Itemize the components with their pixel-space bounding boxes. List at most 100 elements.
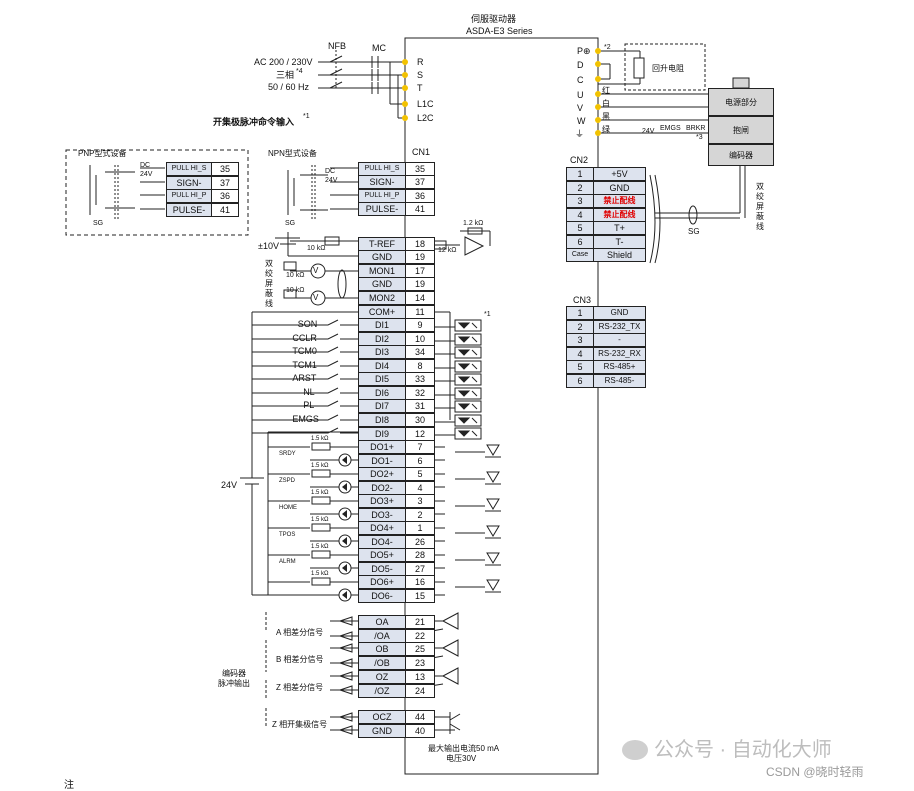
cn1-row-pin: 12	[405, 427, 435, 441]
pnp-row-pin: 35	[211, 162, 239, 176]
cn1-row-name: DO3+	[358, 494, 406, 508]
cn1-row-name: DO1+	[358, 440, 406, 454]
ac-line2-note: *4	[296, 68, 303, 75]
analog-10v: ±10V	[258, 241, 279, 251]
cn1-row-name: DO4-	[358, 535, 406, 549]
do-resistor-label: 1.5 kΩ	[311, 544, 329, 550]
cn1-row-pin: 10	[405, 332, 435, 346]
meter-icon-1: V	[313, 266, 319, 275]
motor-encoder: 编码器	[708, 144, 774, 166]
terminal-t: T	[417, 83, 423, 93]
mc-label: MC	[372, 43, 386, 53]
enc-zoc-label: Z 相开集极信号	[272, 720, 328, 729]
wire-white: 白	[602, 99, 610, 108]
cn1-row-name: SIGN-	[358, 175, 406, 189]
cn1-row-pin: 3	[405, 494, 435, 508]
cn1-row-name: DO5-	[358, 562, 406, 576]
pnp-sg: SG	[93, 220, 104, 227]
di-signal-label: TCM0	[292, 346, 317, 356]
cn1-row-name: PULSE-	[358, 202, 406, 216]
cn1-row-pin: 34	[405, 345, 435, 359]
npn-sg: SG	[285, 220, 296, 227]
pnp-row-pin: 41	[211, 203, 239, 217]
do-signal-label: HOME	[279, 505, 297, 511]
cn1-row-pin: 16	[405, 575, 435, 589]
cn1-label: CN1	[412, 147, 431, 157]
cn1-row-pin: 37	[405, 175, 435, 189]
ac-line3: 50 / 60 Hz	[268, 82, 310, 92]
cn1-row-pin: 19	[405, 277, 435, 291]
cn2-sg: SG	[688, 227, 700, 236]
cn1-row-name: DO5+	[358, 548, 406, 562]
cn1-row-pin: 31	[405, 399, 435, 413]
cn2-row-name: T-	[593, 234, 646, 249]
cn1-row-pin: 32	[405, 386, 435, 400]
cn3-label: CN3	[573, 295, 592, 305]
cn1-row-pin: 27	[405, 562, 435, 576]
pnp-row-pin: 37	[211, 176, 239, 190]
di-note: *1	[484, 311, 491, 318]
pnp-row-name: SIGN-	[166, 176, 212, 190]
meter-icon-2: V	[313, 293, 319, 302]
terminal-l2c: L2C	[417, 113, 434, 123]
cn1-row-pin: 17	[405, 264, 435, 278]
terminal-p: P⊕	[577, 46, 591, 56]
enc-b-label: B 相差分信号	[276, 655, 324, 664]
cn1-row-pin: 44	[405, 710, 435, 724]
brake-24v: 24V	[642, 128, 655, 135]
cn1-row-pin: 33	[405, 372, 435, 386]
cn3-row-pin: 5	[566, 360, 594, 374]
wechat-icon	[622, 740, 648, 760]
cn3-row-pin: 2	[566, 319, 594, 334]
brkr-note: *3	[696, 134, 703, 141]
pnp-row-pin: 36	[211, 189, 239, 203]
regen-note: *2	[604, 44, 611, 51]
cn1-row-name: COM+	[358, 305, 406, 319]
do-signal-label: ZSPD	[279, 478, 296, 484]
terminal-l1c: L1C	[417, 99, 434, 109]
cn1-row-pin: 40	[405, 724, 435, 738]
cn3-row-name: -	[593, 333, 646, 347]
mon1-resistor: 10 kΩ	[286, 272, 305, 279]
pulse-input-note: *1	[303, 113, 310, 120]
pnp-dc: DC	[140, 162, 151, 169]
cn1-row-pin: 13	[405, 670, 435, 684]
brake-emgs: EMGS	[660, 125, 681, 132]
cn1-row-pin: 1	[405, 521, 435, 535]
cn1-row-pin: 36	[405, 189, 435, 203]
watermark-csdn: CSDN @晓时轻雨	[766, 765, 864, 779]
terminal-u: U	[577, 90, 584, 100]
cn1-row-pin: 7	[405, 440, 435, 454]
twisted-3: 屏	[265, 279, 273, 288]
motor-brake: 抱闸	[708, 116, 774, 144]
cn1-row-name: DI7	[358, 399, 406, 413]
cn1-row-name: /OA	[358, 629, 406, 643]
twisted-4: 蔽	[265, 289, 273, 298]
feedback-resistor: 1.2 kΩ	[463, 220, 484, 227]
cn1-row-name: PULL HI_S	[358, 162, 406, 176]
cn1-row-pin: 18	[405, 237, 435, 251]
cn1-row-name: DI6	[358, 386, 406, 400]
tref-resistor: 10 kΩ	[307, 245, 326, 252]
terminal-r: R	[417, 57, 424, 67]
cn1-row-pin: 25	[405, 642, 435, 656]
di-signal-label: PL	[303, 400, 315, 410]
ground-icon: ⏚	[575, 129, 585, 139]
cn2-row-pin: 5	[566, 221, 594, 235]
terminal-s: S	[417, 70, 424, 80]
pnp-label: PNP型式设备	[78, 149, 127, 158]
brake-brkr: BRKR	[686, 125, 706, 132]
watermark-brand: 公众号 · 自动化大师	[654, 739, 832, 761]
input-resistor: 12 kΩ	[438, 247, 457, 254]
do-resistor-label: 1.5 kΩ	[311, 490, 329, 496]
cn1-row-name: OB	[358, 642, 406, 656]
cn2-label: CN2	[570, 155, 589, 165]
cn1-row-pin: 5	[405, 467, 435, 481]
cn1-row-name: DO2+	[358, 467, 406, 481]
cn3-row-name: RS-485+	[593, 360, 646, 374]
cn2-row-name: 禁止配线	[593, 194, 646, 208]
cn1-row-pin: 26	[405, 535, 435, 549]
cn2-row-pin: 2	[566, 180, 594, 195]
cn1-row-pin: 21	[405, 615, 435, 629]
terminal-v: V	[577, 103, 584, 113]
